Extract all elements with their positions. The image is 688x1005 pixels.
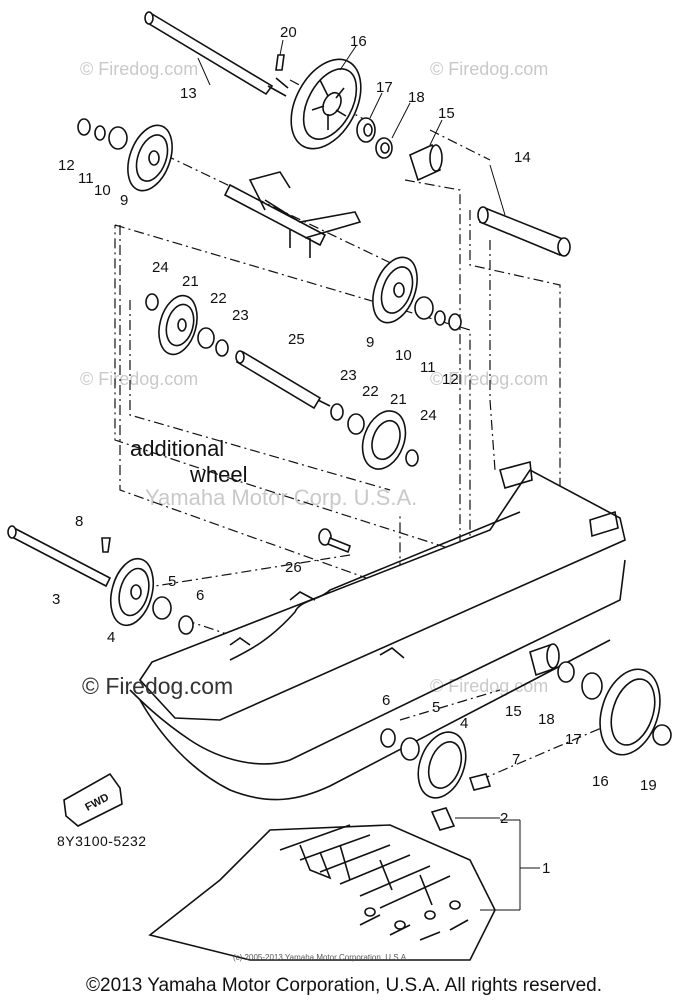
pin-8: [101, 537, 111, 553]
callout-21-left: 21: [182, 273, 199, 290]
axle-3: [7, 525, 112, 588]
callout-22-left: 22: [210, 290, 227, 307]
callout-17: 17: [376, 79, 393, 96]
callout-12-left: 12: [58, 157, 75, 174]
callout-13: 13: [180, 85, 197, 102]
watermark-group: © Firedog.com © Firedog.com © Firedog.co…: [80, 59, 548, 696]
callout-14: 14: [514, 149, 531, 166]
bolt-26: [318, 528, 351, 554]
clip-2: [430, 807, 456, 831]
pin-20: [275, 54, 285, 71]
callout-9-left: 9: [120, 192, 128, 209]
callout-1: 1: [542, 860, 550, 877]
callout-8: 8: [75, 513, 83, 530]
leader-lines: [197, 39, 540, 911]
additional-wheel-right: [330, 403, 419, 470]
wheel-16-top: [290, 58, 362, 150]
callout-10-left: 10: [94, 182, 111, 199]
additional-wheel-label: additional wheel: [130, 436, 247, 488]
callout-17-lower: 17: [565, 731, 582, 748]
watermark-firedog: © Firedog.com: [80, 369, 198, 389]
copyright-footer: ©2013 Yamaha Motor Corporation, U.S.A. A…: [86, 975, 602, 996]
callout-18: 18: [408, 89, 425, 106]
watermark-firedog: © Firedog.com: [80, 59, 198, 79]
callout-10-right: 10: [395, 347, 412, 364]
callout-16: 16: [350, 33, 367, 50]
wheel-group-16-lower: [529, 643, 672, 756]
swing-arm-bracket: [223, 171, 362, 258]
additional-wheel-left: [145, 293, 229, 357]
callout-15: 15: [438, 105, 455, 122]
wheel-group-9-left: [77, 118, 173, 192]
callout-25: 25: [288, 331, 305, 348]
callout-12-right: 12: [442, 371, 459, 388]
callout-24-right: 24: [420, 407, 437, 424]
callout-16-lower: 16: [592, 773, 609, 790]
callout-5-lower: 5: [432, 699, 440, 716]
callout-19: 19: [640, 777, 657, 794]
track-1: [148, 824, 496, 961]
callout-23-left: 23: [232, 307, 249, 324]
additional-wheel-label-line1: additional: [130, 436, 225, 461]
callout-3: 3: [52, 591, 60, 608]
callout-11-left: 11: [78, 170, 94, 187]
callout-2: 2: [500, 810, 508, 827]
axle-25: [235, 350, 331, 410]
callout-7: 7: [512, 751, 520, 768]
wheel-4-lower: [380, 728, 492, 799]
callout-23-right: 23: [340, 367, 357, 384]
callout-22-right: 22: [362, 383, 379, 400]
callout-11-right: 11: [420, 359, 436, 376]
callout-9-right: 9: [366, 334, 374, 351]
callout-21-right: 21: [390, 391, 407, 408]
wheel-4-left: [109, 557, 194, 635]
callout-24-left: 24: [152, 259, 169, 276]
watermark-firedog: © Firedog.com: [430, 676, 548, 696]
forward-arrow-icon: FWD: [63, 772, 123, 827]
bearing-17-top: [356, 117, 376, 143]
callout-15-lower: 15: [505, 703, 522, 720]
shaft-14: [477, 206, 571, 257]
part-code: 8Y3100-5232: [57, 833, 147, 849]
watermark-firedog-large: © Firedog.com: [82, 673, 233, 699]
callout-5-left: 5: [168, 573, 176, 590]
wheel-group-9-right: [372, 256, 462, 331]
callout-4-lower: 4: [460, 715, 468, 732]
spacer-15-top: [409, 143, 443, 182]
axle-13: [144, 11, 289, 97]
callout-labels: 20 16 13 17 18 15 12 11 10 9 14 24 21 22…: [52, 24, 657, 877]
washer-18-top: [375, 137, 393, 159]
callout-18-lower: 18: [538, 711, 555, 728]
callout-20: 20: [280, 24, 297, 41]
small-print: (c) 2005-2013 Yamaha Motor Corporation, …: [233, 953, 409, 962]
additional-wheel-label-line2: wheel: [190, 462, 248, 487]
callout-6-left: 6: [196, 587, 204, 604]
callout-4-left: 4: [107, 629, 115, 646]
callout-6-lower: 6: [382, 692, 390, 709]
watermark-yamaha: Yamaha Motor Corp. U.S.A.: [145, 485, 417, 510]
watermark-firedog: © Firedog.com: [430, 59, 548, 79]
slide-rail-frame: [129, 460, 626, 801]
callout-26: 26: [285, 559, 302, 576]
